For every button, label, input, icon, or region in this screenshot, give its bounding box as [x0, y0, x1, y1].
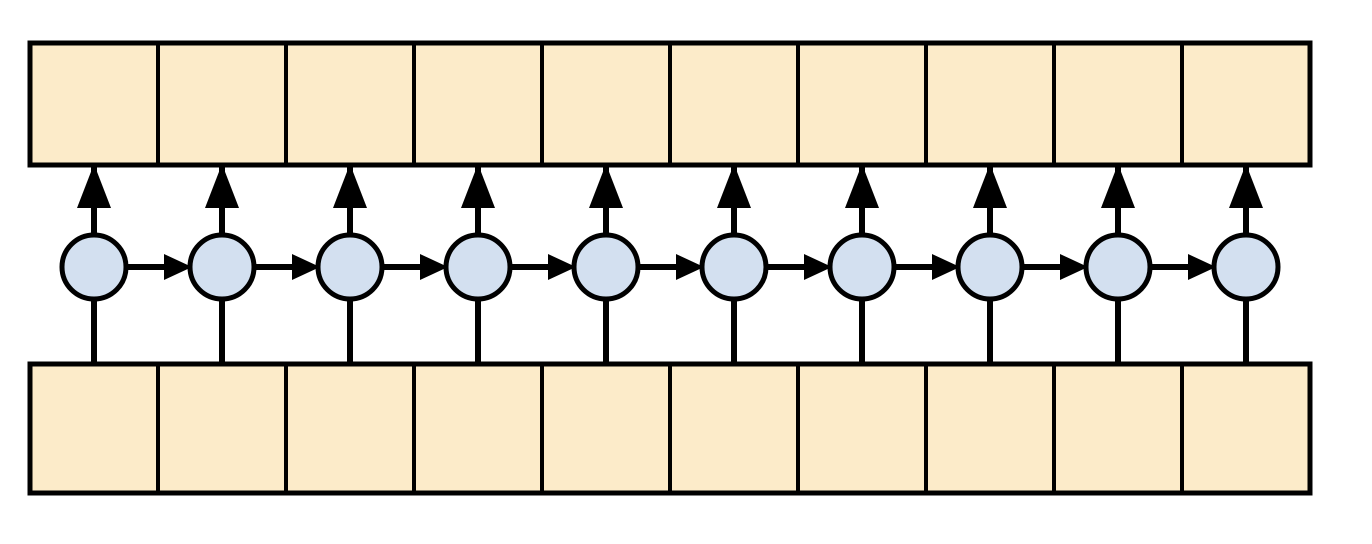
hidden-unit-node[interactable] — [571, 232, 641, 302]
output-sequence-cell[interactable] — [540, 41, 672, 167]
unit-to-output-arrowhead-icon — [1229, 164, 1263, 208]
hidden-unit-nodes — [59, 232, 1281, 302]
input-to-unit-edges — [91, 297, 1249, 364]
output-sequence-cell[interactable] — [668, 41, 800, 167]
input-sequence-cell[interactable] — [1052, 362, 1184, 495]
recurrent-edge-arrowhead-icon — [164, 254, 192, 280]
hidden-unit-node[interactable] — [1211, 232, 1281, 302]
hidden-unit-node[interactable] — [827, 232, 897, 302]
hidden-unit-node[interactable] — [187, 232, 257, 302]
input-sequence-cell[interactable] — [796, 362, 928, 495]
output-sequence-row — [27, 40, 1313, 168]
input-sequence-cell[interactable] — [156, 362, 288, 495]
unit-to-unit-edges — [124, 254, 1216, 280]
input-sequence-cell[interactable] — [668, 362, 800, 495]
output-sequence-cell[interactable] — [1180, 41, 1312, 167]
output-sequence-cell[interactable] — [284, 41, 416, 167]
unit-to-output-arrowhead-icon — [461, 164, 495, 208]
unit-to-output-arrowhead-icon — [589, 164, 623, 208]
recurrent-edge-arrowhead-icon — [420, 254, 448, 280]
recurrent-edge-arrowhead-icon — [1188, 254, 1216, 280]
unit-to-output-arrowhead-icon — [717, 164, 751, 208]
hidden-unit-node[interactable] — [699, 232, 769, 302]
input-sequence-cell[interactable] — [28, 362, 160, 495]
unit-to-output-arrowhead-icon — [77, 164, 111, 208]
hidden-unit-node[interactable] — [1083, 232, 1153, 302]
input-sequence-cell[interactable] — [412, 362, 544, 495]
input-sequence-row — [27, 361, 1313, 496]
input-sequence-cell[interactable] — [1180, 362, 1312, 495]
recurrent-edge-arrowhead-icon — [804, 254, 832, 280]
hidden-unit-node[interactable] — [955, 232, 1025, 302]
hidden-unit-node[interactable] — [315, 232, 385, 302]
recurrent-edge-arrowhead-icon — [932, 254, 960, 280]
output-sequence-cell[interactable] — [924, 41, 1056, 167]
output-sequence-cell[interactable] — [796, 41, 928, 167]
output-sequence-cell[interactable] — [412, 41, 544, 167]
output-sequence-cell[interactable] — [1052, 41, 1184, 167]
input-sequence-cell[interactable] — [924, 362, 1056, 495]
recurrent-edge-arrowhead-icon — [292, 254, 320, 280]
unit-to-output-arrowhead-icon — [845, 164, 879, 208]
output-sequence-cell[interactable] — [28, 41, 160, 167]
hidden-unit-node[interactable] — [443, 232, 513, 302]
recurrent-edge-arrowhead-icon — [1060, 254, 1088, 280]
unit-to-output-arrowhead-icon — [973, 164, 1007, 208]
input-sequence-cell[interactable] — [540, 362, 672, 495]
input-sequence-frame — [27, 361, 1313, 496]
output-sequence-frame — [27, 40, 1313, 168]
output-sequence-cell[interactable] — [156, 41, 288, 167]
recurrent-edge-arrowhead-icon — [676, 254, 704, 280]
unit-to-output-arrowhead-icon — [1101, 164, 1135, 208]
unit-to-output-edges — [77, 127, 1263, 237]
input-sequence-cell[interactable] — [284, 362, 416, 495]
hidden-unit-node[interactable] — [59, 232, 129, 302]
unit-to-output-arrowhead-icon — [205, 164, 239, 208]
unit-to-output-arrowhead-icon — [333, 164, 367, 208]
recurrent-edge-arrowhead-icon — [548, 254, 576, 280]
